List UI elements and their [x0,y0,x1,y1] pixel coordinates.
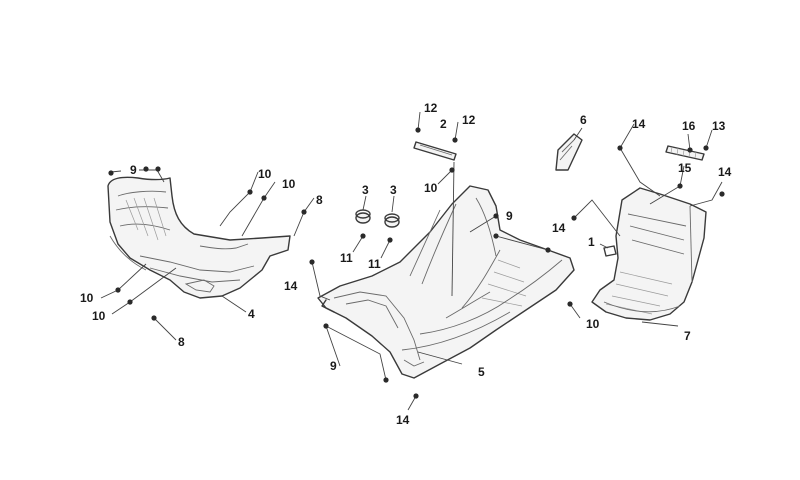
callout-14-e: 14 [396,413,410,427]
callout-8-bottom: 8 [178,335,185,349]
part-7-rear-lower-cover [591,187,707,321]
part-2-bracket [413,141,457,161]
callout-6: 6 [580,113,587,127]
part-6-plate [555,133,583,171]
callout-14-b: 14 [718,165,732,179]
callout-12-right: 12 [462,113,476,127]
callout-9-center: 9 [506,209,513,223]
callout-10-b: 10 [282,177,296,191]
callout-5: 5 [478,365,485,379]
callout-3-right: 3 [390,183,397,197]
fastener-dots [108,127,725,399]
callout-10-c: 10 [80,291,94,305]
callout-15: 15 [678,161,692,175]
part-3-rubber-mounts [355,209,400,228]
part-5-floor-panel [317,185,575,379]
callout-11-right: 11 [368,257,381,271]
callout-8-right: 8 [316,193,323,207]
callout-7: 7 [684,329,691,343]
callout-3-left: 3 [362,183,369,197]
callout-10-d: 10 [92,309,106,323]
callout-14-d: 14 [284,279,298,293]
callout-4: 4 [248,307,255,321]
callout-10-a: 10 [258,167,272,181]
part-16-spring [665,145,705,161]
callout-13: 13 [712,119,726,133]
callout-11-left: 11 [340,251,353,265]
callout-10-e: 10 [424,181,438,195]
callout-labels: 1 2 3 3 4 5 6 7 8 8 9 9 9 10 10 10 10 10… [80,101,732,427]
callout-9-bottom: 9 [330,359,337,373]
callout-14-a: 14 [632,117,646,131]
part-4-front-lower-cover [107,176,291,299]
callout-2: 2 [440,117,447,131]
callout-10-f: 10 [586,317,600,331]
callout-1: 1 [588,235,595,249]
callout-9-left: 9 [130,163,137,177]
callout-12-left: 12 [424,101,438,115]
callout-14-c: 14 [552,221,566,235]
callout-16: 16 [682,119,696,133]
